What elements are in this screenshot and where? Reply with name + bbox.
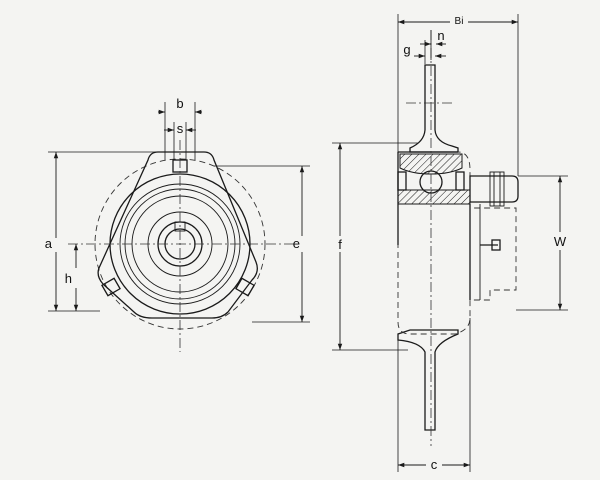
housing-outline: [397, 151, 517, 335]
seal-left: [397, 171, 407, 191]
bolt-hole-left: [101, 277, 121, 297]
collar-set-screw: [489, 171, 505, 207]
front-view: b s a h e: [45, 96, 310, 352]
dim-label-f: f: [338, 237, 342, 252]
dim-label-e: e: [293, 236, 300, 251]
locking-collar: [469, 175, 519, 203]
side-view: Bi n g f W c: [332, 14, 568, 472]
dim-label-a: a: [45, 236, 53, 251]
inner-ring-section: [397, 189, 471, 205]
dim-label-bi: Bi: [455, 16, 464, 27]
seal-right: [455, 171, 465, 191]
triangular-flange: [97, 151, 258, 319]
flange-plate: [409, 64, 459, 153]
dim-label-b: b: [176, 96, 183, 111]
bore-plug: [491, 239, 501, 251]
dim-label-g: g: [403, 42, 410, 57]
dim-label-n: n: [437, 28, 444, 43]
dim-label-w: W: [554, 234, 567, 249]
dim-label-h: h: [65, 271, 72, 286]
dim-label-c: c: [431, 457, 438, 472]
dim-label-s: s: [177, 121, 184, 136]
bolt-hole-right: [235, 277, 255, 297]
flange-plate-lower: [397, 329, 459, 431]
